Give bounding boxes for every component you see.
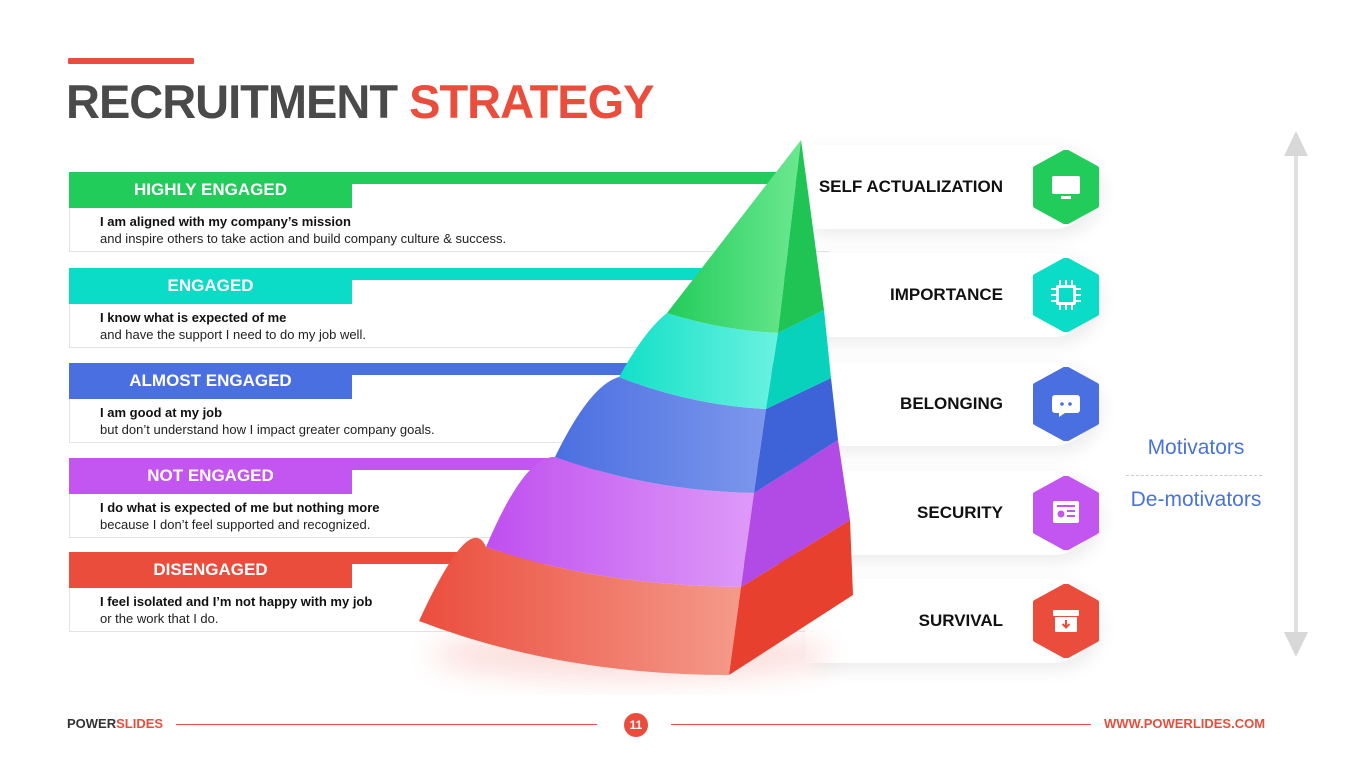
presentation-icon [1033,476,1099,550]
page-title: RECRUITMENT STRATEGY [66,74,655,130]
page-number-badge: 11 [624,713,648,737]
pyramid-layer-security-front [486,456,754,587]
motivation-axis-arrow [1284,131,1308,657]
archive-box-icon [1033,584,1099,658]
level-line-2: and have the support I need to do my job… [100,327,366,342]
footer-line-left [176,724,597,725]
pyramid-layer-belonging-side [754,378,838,493]
level-label: HIGHLY ENGAGED [69,172,352,208]
brand-part-2: SLIDES [116,716,164,731]
pyramid-layer-belonging-front [555,377,766,493]
level-line-2: and inspire others to take action and bu… [100,231,507,246]
level-line-2: or the work that I do. [100,611,219,626]
pyramid-layer-survival-side [729,520,853,675]
level-label: DISENGAGED [69,552,352,588]
footer-url[interactable]: WWW.POWERLIDES.COM [1104,716,1266,731]
pyramid-layer-self-actualization-side [778,140,824,333]
level-line-1: I feel isolated and I’m not happy with m… [100,594,373,609]
pyramid-layer-security-side [741,440,850,587]
motivators-label: Motivators [1147,436,1245,459]
level-label: ENGAGED [69,268,352,304]
need-label: IMPORTANCE [889,285,1003,304]
level-label: NOT ENGAGED [69,458,352,494]
level-description: I am good at my job but don’t understand… [69,399,829,443]
title-part-1: RECRUITMENT [66,75,398,128]
brand-part-1: POWER [67,716,117,731]
level-line-1: I do what is expected of me but nothing … [100,500,380,515]
need-label: BELONGING [900,394,1003,413]
level-highly-engaged: HIGHLY ENGAGED I am aligned with my comp… [69,172,829,254]
footer-line-right [671,724,1091,725]
motivators-divider [1126,475,1262,476]
monitor-icon [1033,150,1099,224]
title-part-2: STRATEGY [409,75,654,128]
level-engaged: ENGAGED I know what is expected of me an… [69,268,829,350]
level-line-2: but don’t understand how I impact greate… [100,422,435,437]
level-line-1: I am good at my job [100,405,223,420]
pyramid-layer-importance-side [766,310,831,409]
pyramid-layer-importance-front [619,313,778,409]
title-accent-bar [68,58,194,64]
level-description: I know what is expected of me and have t… [69,304,829,348]
level-label: ALMOST ENGAGED [69,363,352,399]
need-label: SECURITY [917,503,1003,522]
level-description: I do what is expected of me but nothing … [69,494,829,538]
level-line-2: because I don’t feel supported and recog… [100,517,371,532]
level-description: I am aligned with my company’s mission a… [69,208,829,252]
pyramid-layer-survival-front [419,537,741,675]
footer-brand-logo: POWERSLIDES [67,716,163,731]
demotivators-label: De-motivators [1130,488,1262,511]
level-line-1: I am aligned with my company’s mission [100,214,351,229]
pyramid-layer-self-actualization-front [667,140,801,333]
need-label: SURVIVAL [918,611,1003,630]
chat-icon [1033,367,1099,441]
level-line-1: I know what is expected of me [100,310,287,325]
need-label: SELF ACTUALIZATION [818,177,1003,196]
chip-icon [1033,258,1099,332]
